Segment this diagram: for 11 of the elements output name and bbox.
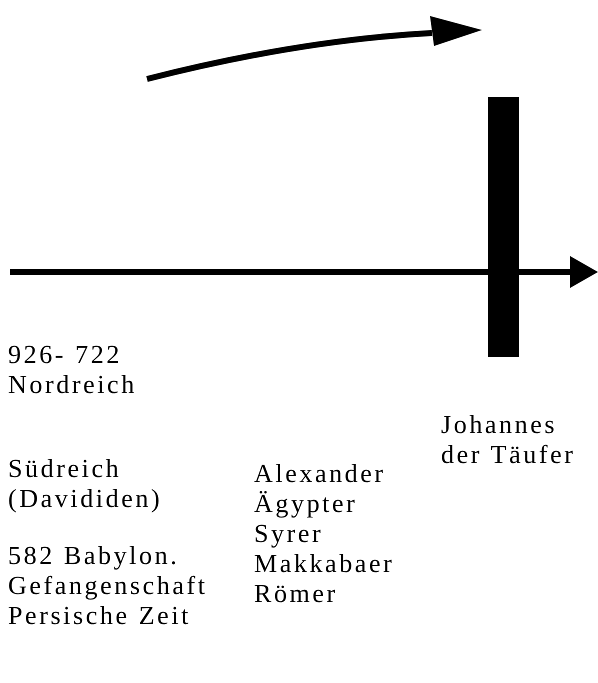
timeline-label: 582 Babylon. Gefangenschaft <box>8 541 209 601</box>
timeline-label: Makkabaer <box>254 549 396 579</box>
timeline-label: Römer <box>254 579 339 609</box>
timeline-label: Nordreich <box>8 370 138 400</box>
timeline-label: Südreich (Davididen) <box>8 454 164 514</box>
timeline-label: Ägypter <box>254 489 358 519</box>
timeline-label: Syrer <box>254 519 324 549</box>
timeline-label: Johannes der Täufer <box>441 410 577 470</box>
timeline-label: Alexander <box>254 459 387 489</box>
timeline-label: Persische Zeit <box>8 601 192 631</box>
timeline-label: 926- 722 <box>8 340 123 370</box>
